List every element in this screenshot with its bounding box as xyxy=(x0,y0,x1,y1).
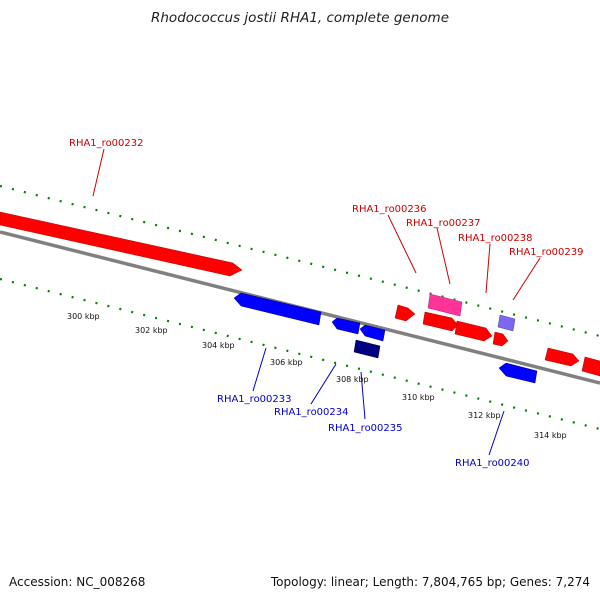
scale-label-314: 314 kbp xyxy=(534,431,567,440)
gene-arrow-ro00238b[interactable] xyxy=(454,320,493,342)
gene-label-ro00239[interactable]: RHA1_ro00239 xyxy=(509,247,584,258)
gene-label-ro00234[interactable]: RHA1_ro00234 xyxy=(274,407,349,418)
accession-text: Accession: NC_008268 xyxy=(9,575,146,589)
gene-arrow-ro00238c[interactable] xyxy=(492,331,509,347)
gene-label-ro00232[interactable]: RHA1_ro00232 xyxy=(69,138,144,149)
upper-tick-track xyxy=(0,184,600,338)
gene-label-ro00235[interactable]: RHA1_ro00235 xyxy=(328,423,403,434)
scale-label-306: 306 kbp xyxy=(270,358,303,367)
map-title: Rhodococcus jostii RHA1, complete genome xyxy=(151,10,449,26)
scale-label-312: 312 kbp xyxy=(468,411,501,420)
scale-label-302: 302 kbp xyxy=(135,326,168,335)
lower-tick-track xyxy=(0,277,600,431)
forward-label-leaders xyxy=(92,148,541,301)
gene-label-ro00233[interactable]: RHA1_ro00233 xyxy=(217,394,292,405)
gene-arrow-ro00233[interactable] xyxy=(233,292,322,326)
gene-arrow-ro00234b[interactable] xyxy=(359,324,386,342)
gene-arrow-ro00239[interactable] xyxy=(497,314,516,332)
gene-arrow-ro00235[interactable] xyxy=(353,339,381,359)
scale-label-304: 304 kbp xyxy=(202,341,235,350)
gene-arrow-ro00236[interactable] xyxy=(394,304,416,322)
genome-summary-text: Topology: linear; Length: 7,804,765 bp; … xyxy=(270,575,590,589)
gene-label-ro00236[interactable]: RHA1_ro00236 xyxy=(352,204,427,215)
gene-arrow-ro00232[interactable] xyxy=(0,211,243,277)
gene-label-ro00237[interactable]: RHA1_ro00237 xyxy=(406,218,481,229)
reverse-label-leaders xyxy=(252,347,505,456)
gene-arrow-ro00240[interactable] xyxy=(498,362,538,384)
gene-label-ro00240[interactable]: RHA1_ro00240 xyxy=(455,458,530,469)
scale-label-310: 310 kbp xyxy=(402,393,435,402)
gene-arrow-ro00238[interactable] xyxy=(422,311,459,332)
gene-arrow-right-2[interactable] xyxy=(581,356,600,377)
gene-arrow-ro00234[interactable] xyxy=(331,317,361,335)
gene-label-ro00238[interactable]: RHA1_ro00238 xyxy=(458,233,533,244)
gene-arrow-right-1[interactable] xyxy=(544,347,580,367)
gene-arrow-ro00237[interactable] xyxy=(427,293,463,317)
scale-label-300: 300 kbp xyxy=(67,312,100,321)
scale-label-308: 308 kbp xyxy=(336,375,369,384)
